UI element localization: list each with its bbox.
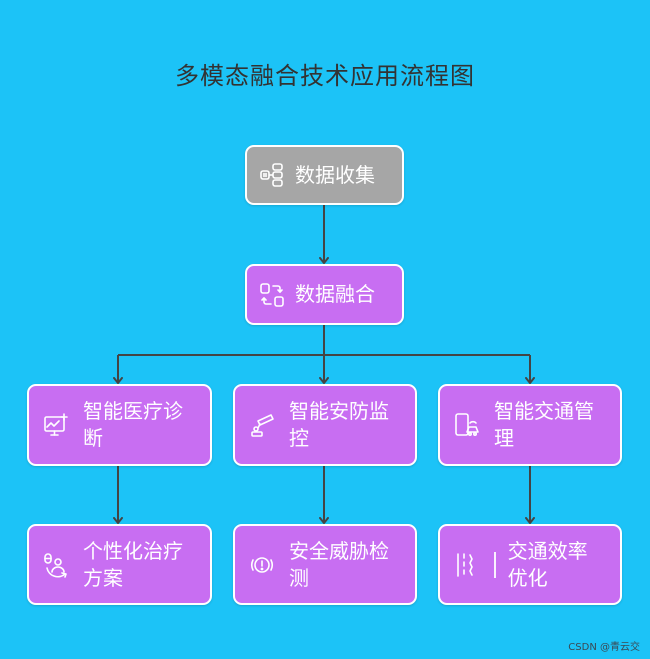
monitor-plus-icon — [43, 412, 69, 438]
divider — [494, 551, 496, 578]
road-icon — [454, 552, 480, 578]
alert-circle-icon — [249, 552, 275, 578]
node-smart-security: 智能安防监控 — [233, 384, 417, 466]
watermark: CSDN @青云交 — [568, 642, 640, 653]
node-label: 智能医疗诊断 — [83, 399, 183, 450]
phone-car-icon — [454, 412, 480, 438]
node-label: 智能交通管理 — [494, 399, 594, 450]
node-label: 数据收集 — [295, 162, 375, 187]
node-label: 交通效率优化 — [507, 538, 588, 590]
node-label: 智能安防监控 — [289, 399, 389, 450]
node-personal-treatment: 个性化治疗方案 — [27, 524, 212, 605]
node-threat-detection: 安全威胁检测 — [233, 524, 417, 605]
node-data-collection: 数据收集 — [245, 145, 404, 205]
node-smart-traffic: 智能交通管理 — [438, 384, 622, 466]
node-smart-medical: 智能医疗诊断 — [27, 384, 212, 466]
diagram-title: 多模态融合技术应用流程图 — [175, 62, 475, 90]
database-icon — [259, 162, 285, 188]
node-traffic-efficiency: 交通效率优化 — [438, 524, 622, 605]
node-label: 安全威胁检测 — [289, 538, 389, 590]
pill-patient-icon — [43, 552, 69, 578]
cctv-icon — [249, 412, 275, 438]
node-label: 个性化治疗方案 — [83, 538, 183, 590]
node-label: 数据融合 — [295, 282, 375, 306]
merge-icon — [259, 282, 285, 308]
node-data-fusion: 数据融合 — [245, 264, 404, 325]
